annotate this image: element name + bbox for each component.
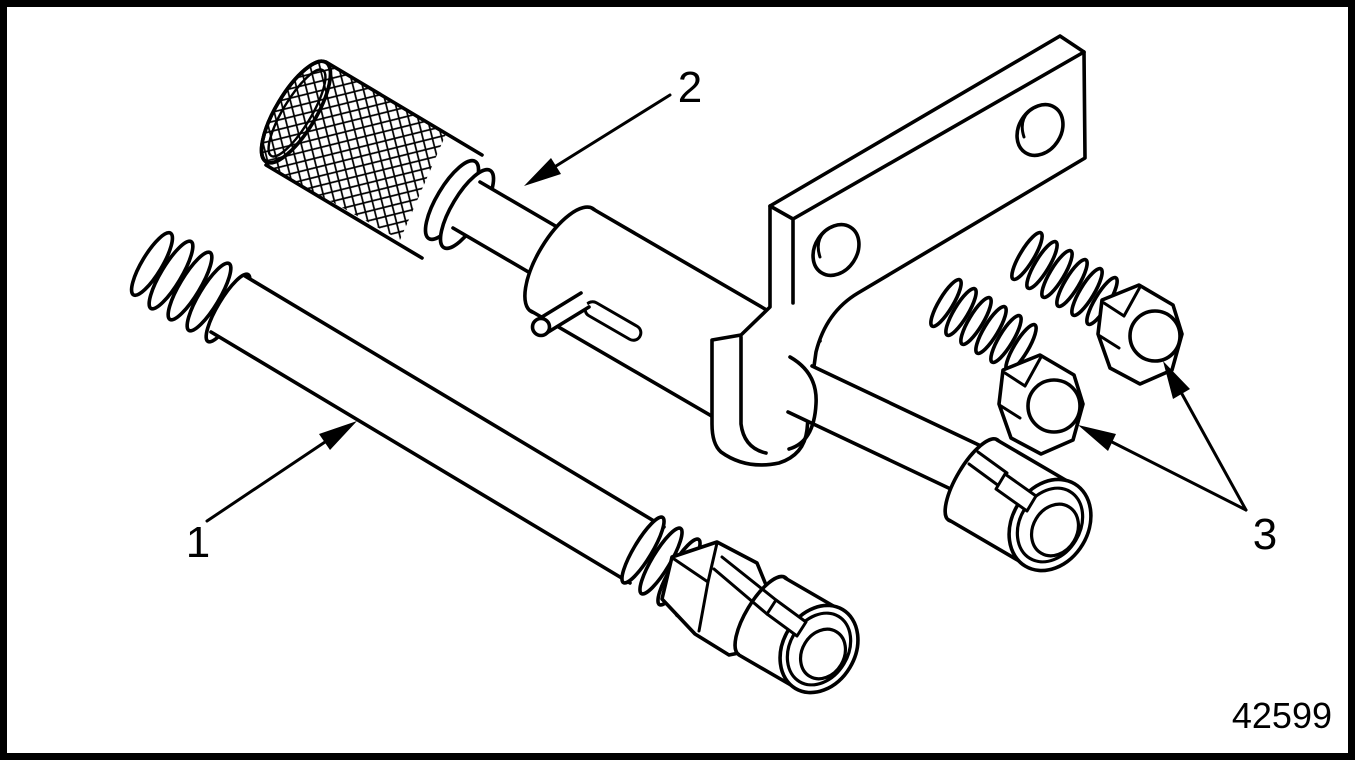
tommy-pin bbox=[535, 291, 591, 336]
socket-slot bbox=[765, 598, 808, 638]
callout-arrowheads bbox=[319, 158, 1190, 451]
tool-shaft-and-socket bbox=[786, 355, 1093, 573]
callout-3-leader-a bbox=[1110, 440, 1248, 512]
arrowhead-3a bbox=[1078, 425, 1116, 451]
arrowhead-2 bbox=[524, 158, 561, 186]
callout-3-leader-b bbox=[1180, 392, 1248, 512]
callout-2-label: 2 bbox=[678, 63, 702, 112]
callout-1-leader bbox=[205, 440, 327, 523]
arrowhead-3b bbox=[1163, 361, 1190, 399]
fuel-line-rod bbox=[129, 230, 860, 695]
callout-3-label: 3 bbox=[1253, 510, 1277, 559]
callout-1-label: 1 bbox=[186, 518, 210, 567]
hex-bolt-right bbox=[1010, 230, 1184, 386]
callout-leaders bbox=[205, 93, 1248, 523]
hex-bolt-left bbox=[929, 277, 1085, 456]
arrowhead-1 bbox=[319, 421, 357, 450]
callout-2-leader bbox=[554, 93, 672, 168]
socket-slot bbox=[994, 472, 1038, 513]
figure-number: 42599 bbox=[1232, 695, 1332, 736]
mounting-bracket bbox=[710, 34, 1087, 467]
